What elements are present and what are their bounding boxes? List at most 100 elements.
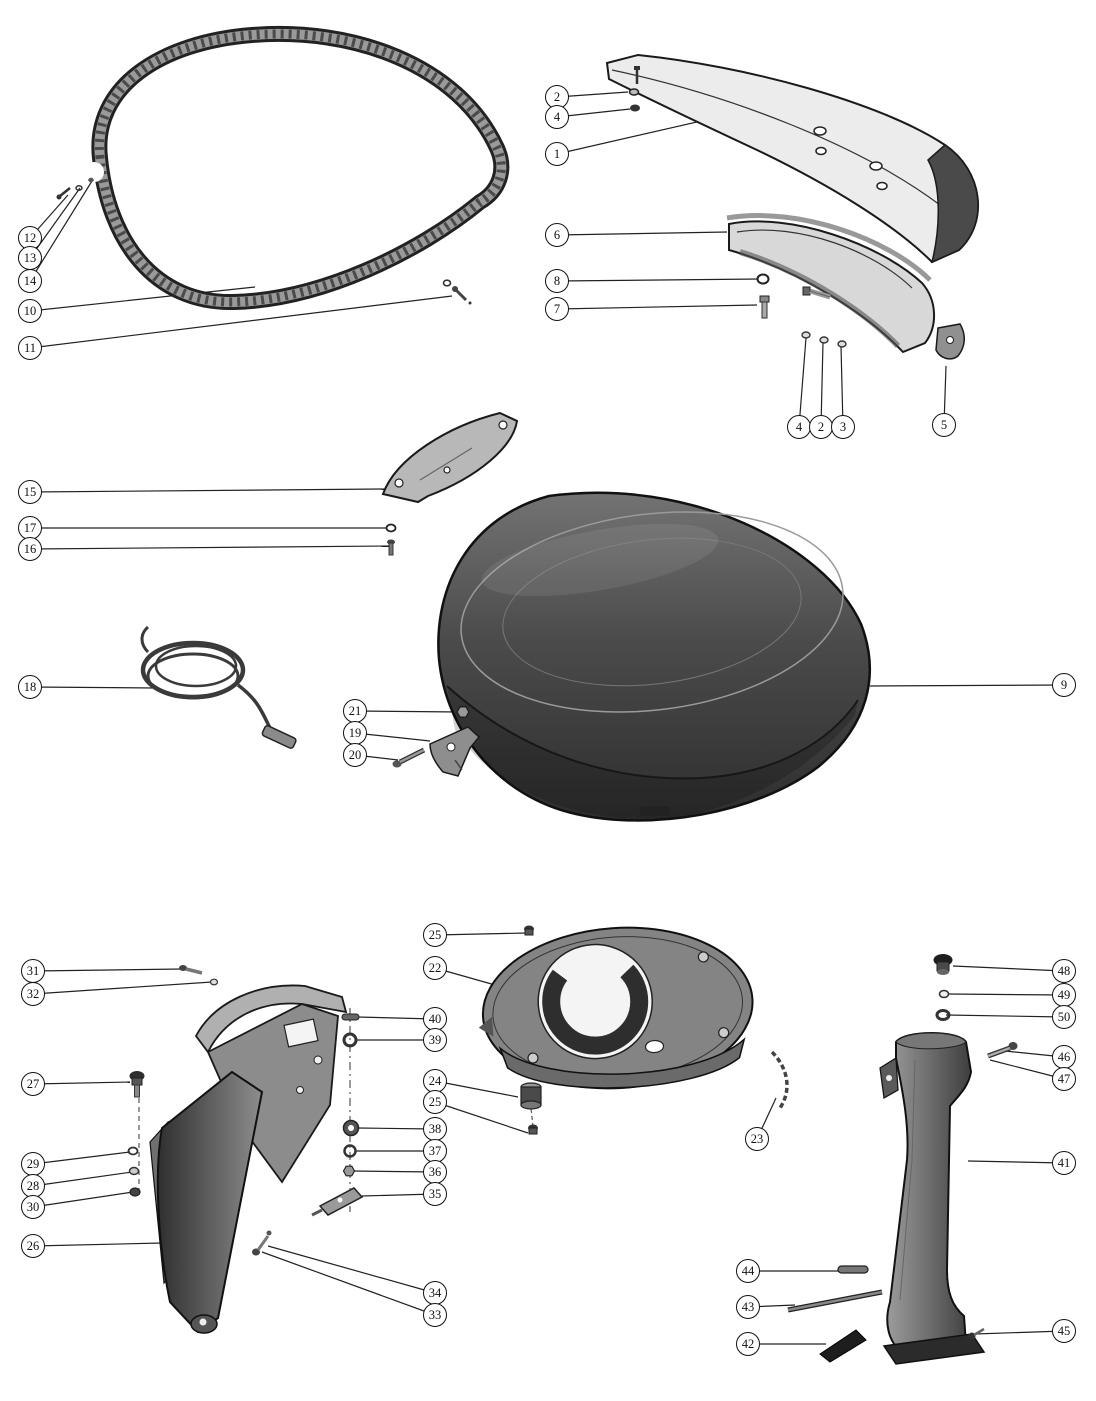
leader-line-31 <box>32 968 183 972</box>
callout-31: 31 <box>21 959 45 983</box>
callout-13: 13 <box>18 246 42 270</box>
callout-48: 48 <box>1052 959 1076 983</box>
callout-17: 17 <box>18 516 42 540</box>
retainer-clip <box>770 1050 789 1109</box>
leader-line-27 <box>32 1081 131 1085</box>
callout-16: 16 <box>18 537 42 561</box>
leader-line-50 <box>945 1014 1065 1018</box>
callout-5: 5 <box>932 413 956 437</box>
leader-line-35 <box>361 1193 436 1197</box>
leader-line-4 <box>798 337 807 428</box>
callout-25: 25 <box>423 923 447 947</box>
callout-27: 27 <box>21 1072 45 1096</box>
leader-line-29 <box>32 1151 131 1165</box>
leader-line-47 <box>989 1059 1065 1080</box>
clamp-bracket <box>935 323 965 360</box>
leader-line-34 <box>267 1245 436 1294</box>
exhaust-housing-cover <box>879 1032 986 1365</box>
top-cowl <box>437 491 872 822</box>
callout-50: 50 <box>1052 1005 1076 1029</box>
callout-32: 32 <box>21 982 45 1006</box>
leader-line-11 <box>29 295 453 349</box>
callout-28: 28 <box>21 1174 45 1198</box>
leader-lines <box>29 91 1065 1345</box>
leader-line-30 <box>32 1191 134 1208</box>
callout-23: 23 <box>745 1127 769 1151</box>
leader-line-15 <box>29 488 387 493</box>
leader-line-41 <box>967 1160 1065 1164</box>
callout-43: 43 <box>736 1295 760 1319</box>
callout-4: 4 <box>787 415 811 439</box>
callout-42: 42 <box>736 1332 760 1356</box>
leader-line-4 <box>556 108 631 118</box>
leader-line-8 <box>556 278 761 282</box>
leader-line-24 <box>434 1080 519 1098</box>
mount-and-caps <box>520 925 542 1135</box>
leader-line-13 <box>29 187 81 259</box>
leader-line-28 <box>32 1171 133 1187</box>
cowl-seal-band <box>84 26 510 311</box>
callout-26: 26 <box>21 1234 45 1258</box>
leader-line-26 <box>32 1242 163 1247</box>
callout-47: 47 <box>1052 1067 1076 1091</box>
callout-49: 49 <box>1052 983 1076 1007</box>
callout-36: 36 <box>423 1160 447 1184</box>
callout-38: 38 <box>423 1117 447 1141</box>
leader-line-25 <box>434 1101 529 1134</box>
callout-8: 8 <box>545 269 569 293</box>
leader-line-2 <box>820 341 824 428</box>
callout-30: 30 <box>21 1195 45 1219</box>
leader-line-19 <box>354 732 431 742</box>
callout-15: 15 <box>18 480 42 504</box>
callout-3: 3 <box>831 415 855 439</box>
callout-10: 10 <box>18 299 42 323</box>
leader-line-18 <box>29 686 156 689</box>
lower-trim-strip <box>726 213 936 354</box>
callout-34: 34 <box>423 1281 447 1305</box>
callout-14: 14 <box>18 269 42 293</box>
housing-hardware <box>933 954 1018 1059</box>
seal-fasteners <box>56 177 472 305</box>
callout-18: 18 <box>18 675 42 699</box>
callout-9: 9 <box>1052 673 1076 697</box>
callout-19: 19 <box>343 721 367 745</box>
callout-21: 21 <box>343 699 367 723</box>
callout-45: 45 <box>1052 1319 1076 1343</box>
leader-line-40 <box>356 1016 436 1020</box>
callout-29: 29 <box>21 1152 45 1176</box>
leader-line-38 <box>357 1127 436 1130</box>
callout-35: 35 <box>423 1182 447 1206</box>
side-cowl-panel <box>605 53 980 264</box>
leader-line-3 <box>840 345 844 428</box>
callout-6: 6 <box>545 223 569 247</box>
leader-line-49 <box>946 993 1065 996</box>
callout-2: 2 <box>809 415 833 439</box>
leader-line-7 <box>556 304 758 310</box>
leader-line-45 <box>974 1330 1065 1335</box>
leader-line-10 <box>29 286 256 312</box>
callout-22: 22 <box>423 956 447 980</box>
callout-11: 11 <box>18 336 42 360</box>
leader-line-16 <box>29 545 392 550</box>
leader-line-14 <box>29 180 93 282</box>
panel-screw-washers <box>628 66 640 112</box>
callout-1: 1 <box>545 142 569 166</box>
callout-7: 7 <box>545 297 569 321</box>
callout-41: 41 <box>1052 1151 1076 1175</box>
callout-39: 39 <box>423 1028 447 1052</box>
latch-assembly <box>392 706 481 777</box>
fastener-column <box>311 1008 364 1217</box>
leader-line-36 <box>352 1170 436 1173</box>
leader-line-9 <box>869 684 1065 687</box>
callout-4: 4 <box>545 105 569 129</box>
callout-46: 46 <box>1052 1045 1076 1069</box>
callout-44: 44 <box>736 1259 760 1283</box>
leader-line-32 <box>32 981 213 995</box>
callout-33: 33 <box>423 1303 447 1327</box>
front-support-bracket <box>381 411 519 556</box>
leader-line-21 <box>354 710 461 713</box>
strip-hardware <box>756 273 847 348</box>
leader-line-25 <box>434 932 528 936</box>
